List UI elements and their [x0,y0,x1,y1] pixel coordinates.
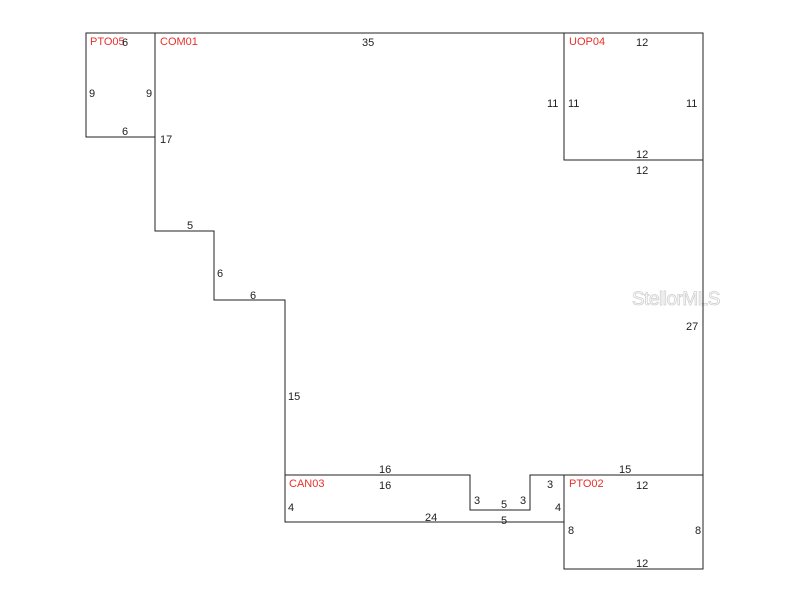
dimension-label: 5 [501,515,507,527]
dimension-label: 12 [636,558,648,570]
area-label-pto05: PTO05 [90,36,125,48]
dimension-label: 9 [89,88,95,100]
dimension-label: 4 [288,502,294,514]
dimension-label: 12 [636,480,648,492]
dimension-label: 11 [547,98,558,110]
outline-lines [85,32,704,570]
area-label-pto02: PTO02 [569,478,604,490]
area-label-com01: COM01 [160,36,198,48]
dimension-label: 24 [425,512,437,524]
dimension-label: 6 [217,268,223,280]
dimension-label: 8 [695,525,701,537]
dimension-label: 5 [501,499,507,511]
dimension-label: 17 [160,134,172,146]
dimension-labels: 6 9 9 6 35 17 5 6 6 15 12 11 11 11 12 12… [89,37,701,570]
dimension-label: 15 [619,464,631,476]
dimension-label: 27 [686,321,698,333]
dimension-label: 12 [636,165,648,177]
area-label-can03: CAN03 [289,478,324,490]
dimension-label: 5 [187,220,193,232]
dimension-label: 16 [379,480,391,492]
dimension-label: 9 [146,88,152,100]
dimension-label: 11 [686,98,697,110]
dimension-label: 4 [555,502,561,514]
dimension-label: 6 [122,126,128,138]
dimension-label: 12 [636,149,648,161]
main-outline-left-bottom [154,137,704,570]
dimension-label: 35 [362,37,374,49]
dimension-label: 12 [636,37,648,49]
dimension-label: 6 [250,290,256,302]
can03-pto02-top-outline [285,474,703,511]
dimension-label: 11 [568,98,579,110]
dimension-label: 8 [568,525,574,537]
pto05-outline [85,32,156,138]
main-outline-top-right [155,32,704,475]
dimension-label: 16 [379,464,391,476]
dimension-label: 15 [288,391,300,403]
dimension-label: 3 [474,495,480,507]
uop04-outline [563,33,703,161]
dimension-label: 3 [520,495,526,507]
dimension-label: 6 [122,37,128,49]
watermark: StellorMLS [632,289,720,310]
area-label-uop04: UOP04 [569,36,605,48]
dimension-label: 3 [547,479,553,491]
area-labels: PTO05 COM01 UOP04 CAN03 PTO02 [90,36,605,490]
